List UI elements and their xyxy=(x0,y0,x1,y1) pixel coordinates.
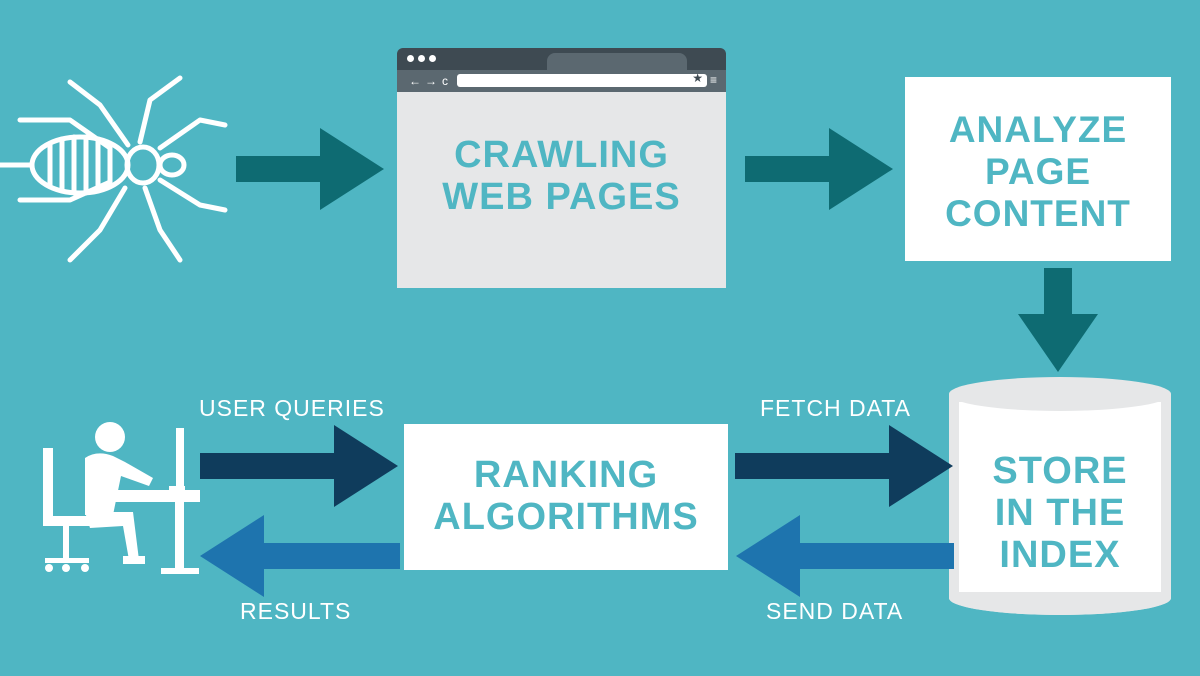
node-label-line: PAGE xyxy=(984,151,1092,192)
node-label-line: INDEX xyxy=(999,534,1121,576)
node-ranking-algorithms: RANKING ALGORITHMS xyxy=(404,424,728,570)
node-store-in-the-index: STORE IN THE INDEX xyxy=(959,450,1161,576)
edge-label-user-queries: USER QUERIES xyxy=(199,395,385,421)
node-label-line: CRAWLING xyxy=(454,134,669,176)
arrow-fetch-data xyxy=(735,425,953,507)
window-dot-icon xyxy=(407,55,414,62)
edge-label-send-data: SEND DATA xyxy=(766,598,904,624)
browser-window: ← → c ★ ≡ CRAWLING WEB PAGES xyxy=(397,48,726,288)
node-label-line: ALGORITHMS xyxy=(433,496,699,538)
database-cylinder-icon xyxy=(949,377,1171,615)
menu-icon: ≡ xyxy=(710,73,718,87)
forward-arrow-icon: → xyxy=(425,74,437,88)
star-icon: ★ xyxy=(692,71,703,85)
node-label-line: WEB PAGES xyxy=(442,176,681,218)
arrow-results xyxy=(200,515,400,597)
node-label-line: ANALYZE xyxy=(948,109,1128,150)
user-at-computer-icon xyxy=(43,422,200,574)
arrow-analyze-to-store xyxy=(1018,268,1098,372)
address-bar: ★ xyxy=(457,71,707,87)
node-label-line: CONTENT xyxy=(945,193,1131,234)
browser-toolbar: ← → c ★ ≡ xyxy=(397,70,726,92)
browser-title-bar xyxy=(397,48,726,70)
edge-label-fetch-data: FETCH DATA xyxy=(760,395,911,421)
window-dot-icon xyxy=(418,55,425,62)
arrow-user-queries xyxy=(200,425,398,507)
node-label-line: STORE xyxy=(992,450,1128,492)
window-dot-icon xyxy=(429,55,436,62)
node-crawling-web-pages: CRAWLING WEB PAGES xyxy=(397,92,726,288)
arrow-browser-to-analyze xyxy=(745,128,893,210)
arrow-crawl-to-browser xyxy=(236,128,384,210)
back-arrow-icon: ← xyxy=(409,74,421,88)
spider-icon xyxy=(0,75,228,263)
edge-label-results: RESULTS xyxy=(240,598,352,624)
reload-icon: c xyxy=(442,74,448,88)
node-label-line: RANKING xyxy=(473,454,659,496)
node-analyze-page-content: ANALYZE PAGE CONTENT xyxy=(905,77,1171,261)
browser-tab xyxy=(547,53,687,70)
node-label-line: IN THE xyxy=(994,492,1126,534)
arrow-send-data xyxy=(736,515,954,597)
